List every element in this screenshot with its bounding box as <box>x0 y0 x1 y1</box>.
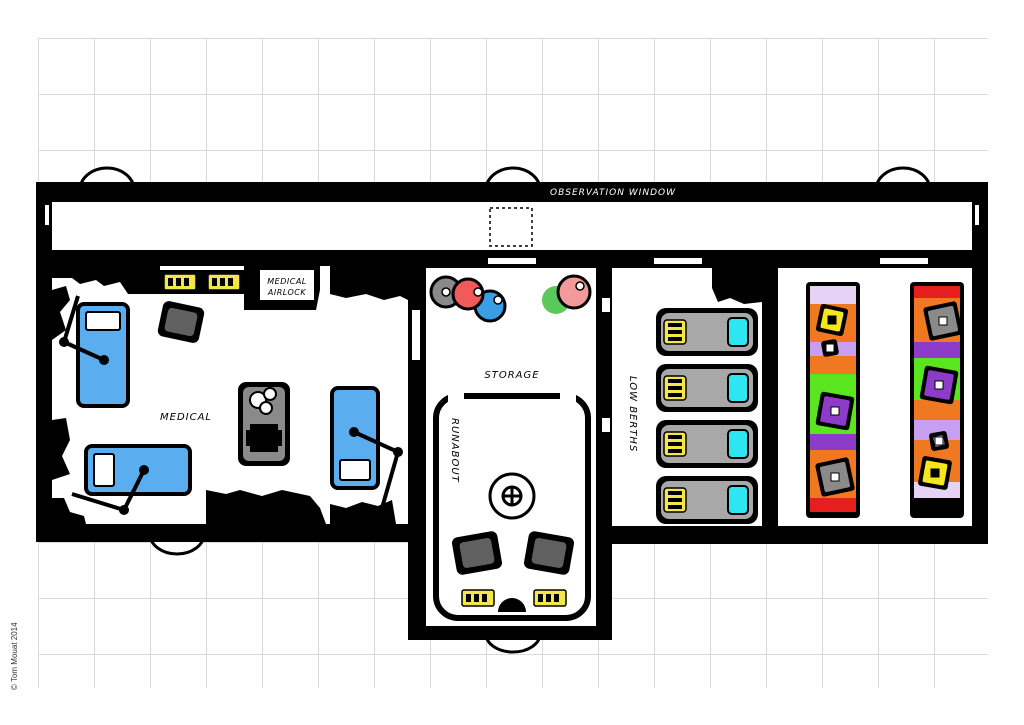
runabout-console-right[interactable] <box>533 589 567 607</box>
medical-room: MEDICAL AIRLOCK <box>52 266 408 524</box>
medical-bed-2[interactable] <box>71 444 192 515</box>
medical-scanner[interactable] <box>238 382 290 466</box>
observation-window-label: OBSERVATION WINDOW <box>550 188 676 198</box>
bunk-locker-icon[interactable] <box>919 365 959 405</box>
bunk-locker-icon[interactable] <box>918 456 953 491</box>
bunk-section[interactable] <box>914 420 960 440</box>
medical-airlock-label-line2: AIRLOCK <box>267 288 306 297</box>
wall-door-slits <box>412 258 928 432</box>
bunk-section[interactable] <box>810 356 856 374</box>
medical-console-1[interactable] <box>163 273 197 291</box>
runabout-seat-left[interactable] <box>451 530 503 575</box>
storage-label: STORAGE <box>484 370 539 381</box>
runabout-craft[interactable]: RUNABOUT <box>433 393 591 621</box>
credit-text: © Tom Mouat 2014 <box>10 622 19 690</box>
low-berth-pod[interactable] <box>656 476 758 524</box>
bunk-room <box>778 268 972 526</box>
bunk-stack-right <box>910 282 964 518</box>
low-berth-pod[interactable] <box>656 364 758 412</box>
observation-hatch[interactable] <box>489 207 533 247</box>
runabout-console-left[interactable] <box>461 589 495 607</box>
medical-chair[interactable] <box>157 300 206 344</box>
bunk-section[interactable] <box>810 286 856 304</box>
bunk-locker-icon[interactable] <box>923 301 963 341</box>
low-berth-pod[interactable] <box>656 420 758 468</box>
bunk-section[interactable] <box>914 342 960 358</box>
medical-label: MEDICAL <box>160 412 212 423</box>
bunk-section[interactable] <box>914 400 960 420</box>
bunk-section[interactable] <box>810 498 856 512</box>
bunk-stack-left <box>806 282 860 518</box>
bunk-locker-icon[interactable] <box>815 391 855 431</box>
medical-bed-3[interactable] <box>330 386 403 509</box>
observation-window-strip <box>52 202 972 250</box>
medical-airlock[interactable] <box>260 270 314 300</box>
bunk-locker-icon[interactable] <box>815 457 855 497</box>
medical-bed-1[interactable] <box>59 295 130 408</box>
medical-console-2[interactable] <box>207 273 241 291</box>
bunk-locker-icon[interactable] <box>821 339 840 358</box>
bunk-section[interactable] <box>810 434 856 450</box>
medical-airlock-label-line1: MEDICAL <box>267 277 307 286</box>
storage-bay: STORAGE <box>426 268 596 626</box>
runabout-label: RUNABOUT <box>449 418 460 483</box>
bunk-locker-icon[interactable] <box>815 303 849 337</box>
low-berths-label: LOW BERTHS <box>627 376 638 452</box>
low-berths-group <box>656 308 758 524</box>
low-berths-room: LOW BERTHS <box>612 268 762 526</box>
low-berth-pod[interactable] <box>656 308 758 356</box>
window-mullions <box>43 203 981 227</box>
storage-crates[interactable] <box>429 274 592 323</box>
runabout-seat-right[interactable] <box>523 530 575 575</box>
bunk-section[interactable] <box>914 286 960 298</box>
bunk-locker-icon[interactable] <box>929 431 950 452</box>
